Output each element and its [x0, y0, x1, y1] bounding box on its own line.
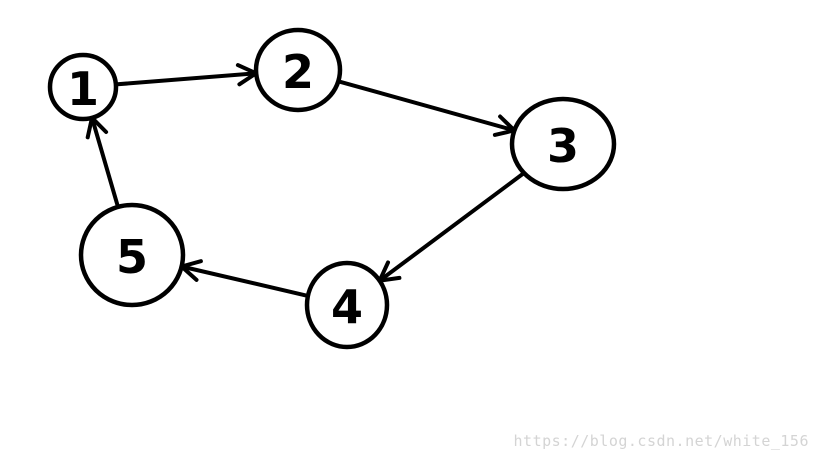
- node-4: 4: [304, 260, 390, 350]
- edge-n2-n3: [336, 79, 517, 137]
- node-2: 2: [253, 27, 343, 113]
- edge-n4-n5: [179, 259, 310, 298]
- edge-line: [336, 79, 517, 133]
- node-circle: [509, 96, 617, 192]
- edge-n5-n1: [85, 115, 120, 209]
- edge-line: [377, 171, 526, 283]
- node-circle: [253, 27, 343, 113]
- node-5: 5: [78, 202, 186, 308]
- nodes-layer: 1 2 3 4 5: [47, 27, 617, 350]
- node-label: 1: [67, 62, 99, 116]
- node-circle: [78, 202, 186, 308]
- node-label: 3: [547, 119, 579, 173]
- edge-line: [90, 115, 120, 209]
- node-label: 5: [116, 230, 148, 284]
- edge-line: [113, 71, 259, 87]
- node-label: 2: [282, 45, 314, 99]
- edge-line: [179, 264, 310, 298]
- node-label: 4: [331, 280, 363, 334]
- node-1: 1: [47, 52, 119, 122]
- node-circle: [304, 260, 390, 350]
- node-circle: [47, 52, 119, 122]
- edge-n3-n4: [377, 171, 526, 283]
- watermark-text: https://blog.csdn.net/white_156: [513, 432, 809, 450]
- edge-n1-n2: [113, 63, 259, 87]
- node-3: 3: [509, 96, 617, 192]
